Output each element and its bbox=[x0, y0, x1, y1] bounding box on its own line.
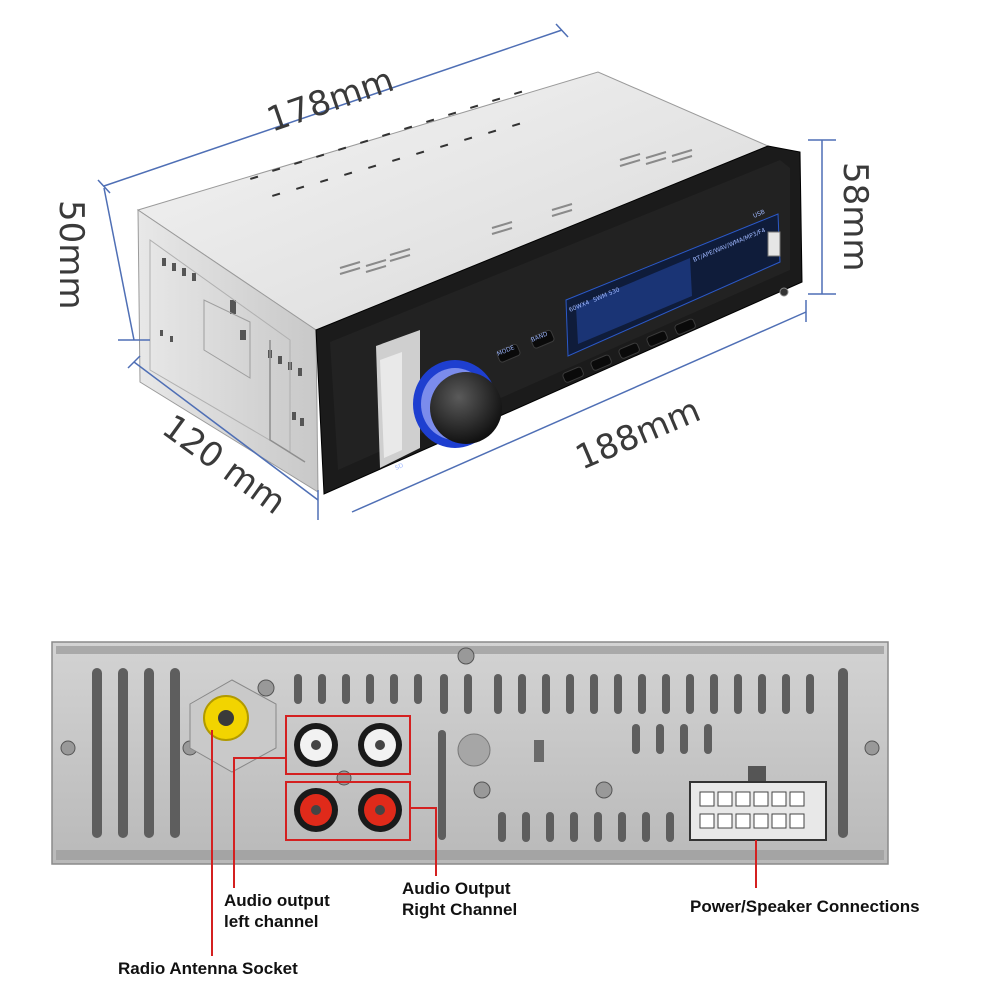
callout-audio-right-line2: Right Channel bbox=[402, 900, 518, 919]
callout-audio-right: Audio Output Right Channel bbox=[402, 878, 517, 920]
callout-audio-right-line1: Audio Output bbox=[402, 879, 511, 898]
dimension-width-top: 178mm bbox=[262, 60, 399, 141]
usb-port bbox=[767, 231, 781, 257]
dimension-height-right: 58mm bbox=[835, 162, 875, 272]
callout-audio-left: Audio output left channel bbox=[224, 890, 330, 932]
callout-power-speaker: Power/Speaker Connections bbox=[690, 897, 920, 916]
top-vents bbox=[250, 90, 523, 197]
rear-vents bbox=[92, 668, 848, 842]
power-speaker-connector bbox=[689, 766, 827, 841]
callout-audio-left-line1: Audio output bbox=[224, 891, 330, 910]
callout-antenna: Radio Antenna Socket bbox=[118, 959, 298, 978]
radio-unit-3d-view: 60WX4 SWM 530 BT/APE/WAV/WMA/MP3/F4 MODE… bbox=[136, 71, 803, 495]
dimension-lines bbox=[97, 23, 836, 520]
front-buttons bbox=[496, 318, 696, 383]
rear-panel bbox=[51, 641, 889, 865]
top-embossed-marks bbox=[339, 149, 693, 275]
callout-lines bbox=[211, 715, 757, 956]
volume-knob bbox=[413, 360, 502, 448]
usb-label: USB bbox=[752, 209, 766, 220]
sd-label: SD bbox=[394, 462, 405, 472]
callout-audio-left-line2: left channel bbox=[224, 912, 319, 931]
dimension-front-width: 188mm bbox=[570, 390, 706, 478]
rca-right-channel bbox=[294, 788, 402, 832]
rca-left-channel bbox=[294, 723, 402, 767]
dimension-height-left: 50mm bbox=[51, 200, 91, 310]
